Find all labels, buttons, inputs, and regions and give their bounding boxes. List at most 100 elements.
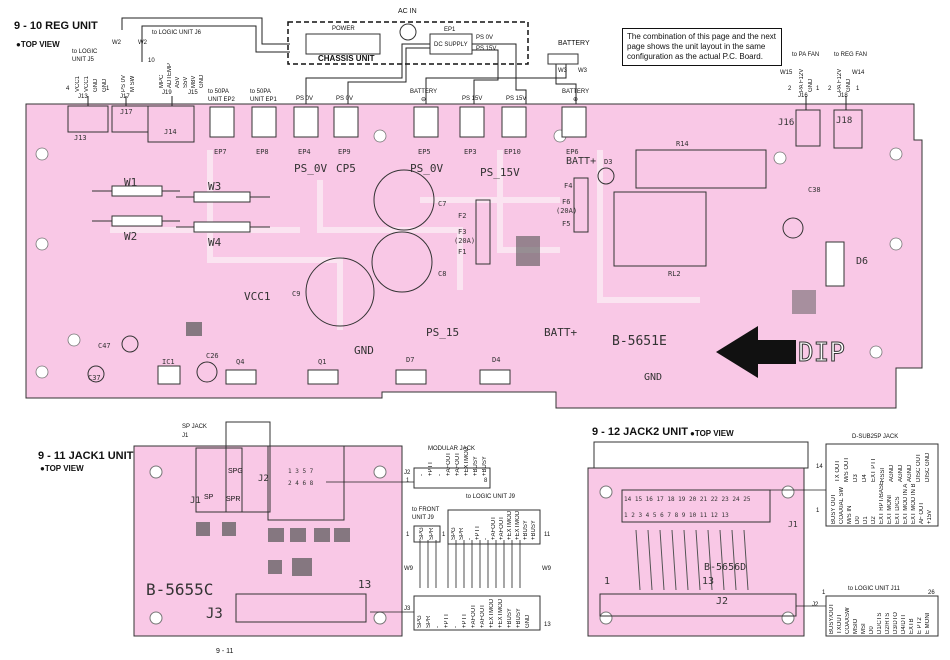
pcb-c37: C37 — [88, 374, 101, 382]
chassis-unit-box — [287, 21, 529, 65]
jack1-wires — [326, 481, 521, 613]
j13-pin-1: 1 — [106, 86, 110, 92]
j3-pin-11: +BUSY — [507, 608, 513, 628]
sp-label: SP — [204, 494, 214, 501]
jack1-j3-label: J3 — [404, 606, 411, 612]
j15-top-label: J15 — [188, 90, 198, 96]
pcb-d6: D6 — [856, 256, 869, 267]
fuses — [475, 177, 589, 265]
jack1-title: 9 - 11 JACK1 UNIT — [38, 450, 134, 462]
jack1-j2-pins-top: 1 3 5 7 — [288, 468, 314, 475]
pcb-b5651e: B-5651E — [612, 334, 667, 349]
jack2-pcb-j1: J1 — [788, 520, 798, 529]
pcb-c8: C8 — [438, 270, 447, 278]
to-logic-j6-label: to LOGIC UNIT J6 — [152, 30, 201, 36]
battery-plus-label: BATTERY ⊕ — [562, 89, 590, 103]
jack1-holes — [149, 465, 387, 625]
dsub-pin-b1: TX OUT — [835, 460, 841, 482]
pcb-f6: F6 — [562, 198, 571, 206]
to-logic-j5-label: to LOGIC UNIT J5 — [72, 49, 98, 63]
dsub-pin14: 14 — [816, 464, 823, 470]
j18-top-label: J18 — [838, 93, 848, 99]
jack2-wires — [770, 489, 826, 607]
j16-pin-num-1: 1 — [816, 86, 820, 92]
pcb-dip: DIP — [798, 338, 846, 369]
pcb-d7: D7 — [406, 356, 415, 364]
pcb-w1: W1 — [124, 176, 138, 189]
dsub-pin-b10: DISC OUT — [916, 453, 922, 482]
pcb-ep5: EP5 — [418, 148, 431, 156]
j17-top-label: J17 — [120, 94, 130, 100]
front-j9-pin1: 1 — [406, 532, 410, 538]
mounting-holes — [35, 129, 903, 379]
chassis-wires — [121, 17, 577, 104]
jack2-pcb-b5656d: B-5656D — [704, 562, 747, 573]
w3-label-a: W3 — [558, 68, 567, 74]
j5-pin-3: GND — [93, 78, 99, 92]
j3-pin-num-13: 13 — [544, 622, 551, 628]
reg-top-view: ●TOP VIEW — [16, 40, 60, 49]
front-pin-spr: SPR — [429, 527, 435, 540]
j3-pin-8: +AFOUT — [480, 604, 486, 628]
j11-pin1: 1 — [822, 590, 826, 596]
j3-pin-10: +EXTMOD — [498, 598, 504, 628]
pcb-gnd-b: GND — [644, 372, 663, 383]
battery-label: BATTERY — [558, 40, 590, 47]
jack1-j2-label: J2 — [404, 470, 411, 476]
pcb-c26: C26 — [206, 352, 219, 360]
to-front-j9-label: to FRONT UNIT J9 — [412, 507, 440, 521]
pcb-w2: W2 — [124, 230, 138, 243]
dsub-pin-b3: D3 — [853, 474, 859, 482]
j3-pin-9: +EXTMOD — [489, 598, 495, 628]
d6-diode — [825, 241, 845, 287]
jack2-pcb-13: 13 — [702, 576, 715, 587]
dsub-pin-b9: AGND — [907, 464, 913, 482]
pcb-ep7: EP7 — [214, 148, 227, 156]
page-number: 9 - 11 — [216, 648, 234, 655]
pcb-f5: F5 — [562, 220, 571, 228]
jack1-pcb-j3: J3 — [206, 606, 223, 622]
r14-relay — [613, 149, 767, 267]
w14-label: W14 — [852, 70, 865, 76]
power-label: POWER — [332, 26, 355, 32]
reg-unit-title: 9 - 10 REG UNIT — [14, 20, 98, 32]
to-50pa-ep1-label: to 50PA UNIT EP1 — [250, 89, 277, 103]
pcb-ep10: EP10 — [504, 148, 521, 156]
pcb-f3-rating: (20A) — [454, 237, 476, 245]
pcb-f1: F1 — [458, 248, 467, 256]
j13-pin-4: 4 — [66, 86, 70, 92]
jack2-traces — [635, 529, 749, 591]
jack2-pcb-pins-bot: 1 2 3 4 5 6 7 8 9 10 11 12 13 — [624, 512, 729, 519]
pcb-c9: C9 — [292, 290, 301, 298]
j11-pin26: 26 — [928, 590, 935, 596]
combination-note: The combination of this page and the nex… — [622, 28, 782, 66]
jack2-pcb-pins-top: 14 15 16 17 18 19 20 21 22 23 24 25 — [624, 496, 751, 503]
mod-pin-1: - — [419, 474, 425, 476]
to-reg-fan-label: to REG FAN — [834, 52, 868, 58]
note-line-3: configuration as the actual P.C. Board. — [627, 52, 763, 61]
jack1-pcb-j1: J1 — [190, 496, 201, 506]
j3-pin-2: SPR — [426, 615, 432, 628]
pcb-r14: R14 — [676, 140, 689, 148]
spg-label: SPG — [228, 468, 243, 475]
jack2-title: 9 - 12 JACK2 UNIT — [592, 426, 688, 438]
pcb-vcc1: VCC1 — [244, 290, 271, 303]
pcb-j16: J16 — [778, 118, 795, 128]
jack2-j2-label: J2 — [812, 602, 819, 608]
ep-tabs — [209, 106, 587, 138]
pcb-d3: D3 — [604, 158, 613, 166]
ps15v-top-a: PS 15V — [462, 96, 483, 102]
w9-label-a: W9 — [404, 566, 413, 572]
small-parts — [186, 236, 816, 336]
j5-pin-2: VCC1 — [84, 75, 90, 92]
pcb-ps-15v: PS_15V — [480, 166, 520, 179]
j18-pin-1: PA F12V — [837, 68, 843, 92]
jack2-pcb-j2: J2 — [716, 596, 729, 607]
pcb-d4: D4 — [492, 356, 501, 364]
dsub-pin-b4: D4 — [862, 474, 868, 482]
dip-arrow — [716, 326, 796, 378]
pcb-c38: C38 — [808, 186, 821, 194]
j16-pin-1: PA F12V — [799, 68, 805, 92]
j3-pin-12: +BUSY — [516, 608, 522, 628]
j19-top-label: J19 — [162, 90, 172, 96]
